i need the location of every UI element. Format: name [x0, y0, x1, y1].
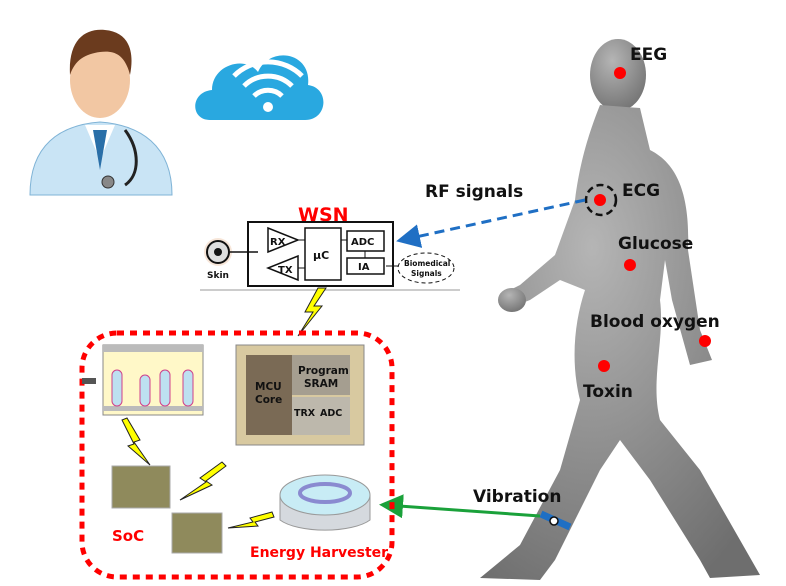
- rf-signal-arrow: [396, 198, 586, 248]
- rf-signals-label: RF signals: [425, 182, 523, 202]
- wsn-block-diagram: Skin RX TX µC ADC IA Biomedical Signals: [200, 221, 460, 291]
- adc-label: ADC: [351, 237, 374, 248]
- sram-label: SRAM: [304, 378, 338, 390]
- ia-label: IA: [358, 262, 370, 273]
- soc-label: SoC: [112, 527, 144, 545]
- biosensor-schematic-image: [82, 344, 204, 416]
- ecg-highlight-circle: [584, 183, 618, 217]
- mcu-label: MCU: [255, 381, 282, 393]
- wsn-title: WSN: [298, 204, 349, 226]
- blood-oxygen-label: Blood oxygen: [590, 312, 720, 332]
- tx-label: TX: [278, 265, 293, 276]
- soc-chip-photo: [111, 465, 171, 509]
- microcontroller-label: µC: [313, 249, 329, 262]
- toxin-label: Toxin: [583, 382, 633, 402]
- lightning-icon: [121, 417, 151, 466]
- ecg-label: ECG: [622, 181, 660, 201]
- biomedical-label: Biomedical: [404, 259, 450, 268]
- doctor-icon: [29, 29, 173, 196]
- toxin-sensor-dot: [598, 360, 610, 372]
- lightning-icon: [297, 287, 327, 337]
- soc-chip-photo: [171, 512, 223, 554]
- core-label: Core: [255, 394, 282, 406]
- lightning-icon: [179, 461, 227, 501]
- program-label: Program: [298, 365, 349, 377]
- chip-die-photo: MCU Core Program SRAM TRX ADC: [235, 344, 365, 446]
- energy-harvester-device: [279, 474, 371, 531]
- signals-label: Signals: [411, 269, 442, 278]
- ecg-sensor-dot: [594, 194, 606, 206]
- eeg-label: EEG: [630, 45, 667, 65]
- skin-label: Skin: [207, 271, 229, 281]
- biomedical-signals-ellipse: [397, 252, 455, 284]
- vibration-label: Vibration: [473, 487, 561, 507]
- energy-harvester-label: Energy Harvester: [250, 545, 388, 561]
- lightning-icon: [227, 511, 275, 529]
- die-adc-label: ADC: [320, 408, 342, 419]
- glucose-sensor-dot: [624, 259, 636, 271]
- trx-label: TRX: [294, 408, 316, 419]
- blood-oxygen-sensor-dot: [699, 335, 711, 347]
- rx-label: RX: [270, 237, 286, 248]
- cloud-wifi-icon: [195, 55, 324, 120]
- vibration-arrow: [379, 494, 541, 519]
- soc-system-boundary: [79, 330, 395, 580]
- glucose-label: Glucose: [618, 234, 693, 254]
- lightning-icons: [121, 287, 327, 529]
- vibration-sensor-band: [539, 510, 572, 531]
- eeg-sensor-dot: [614, 67, 626, 79]
